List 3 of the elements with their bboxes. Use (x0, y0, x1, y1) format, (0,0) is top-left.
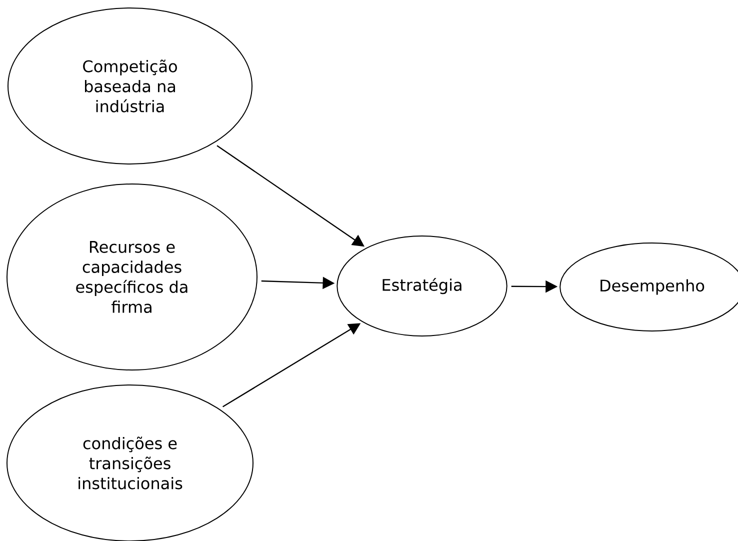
ellipse-node: Competição baseada na indústria (8, 8, 252, 164)
ellipse-node: Estratégia (336, 236, 508, 336)
ellipse-node: Recursos e capacidades específicos da firma (6, 184, 258, 370)
